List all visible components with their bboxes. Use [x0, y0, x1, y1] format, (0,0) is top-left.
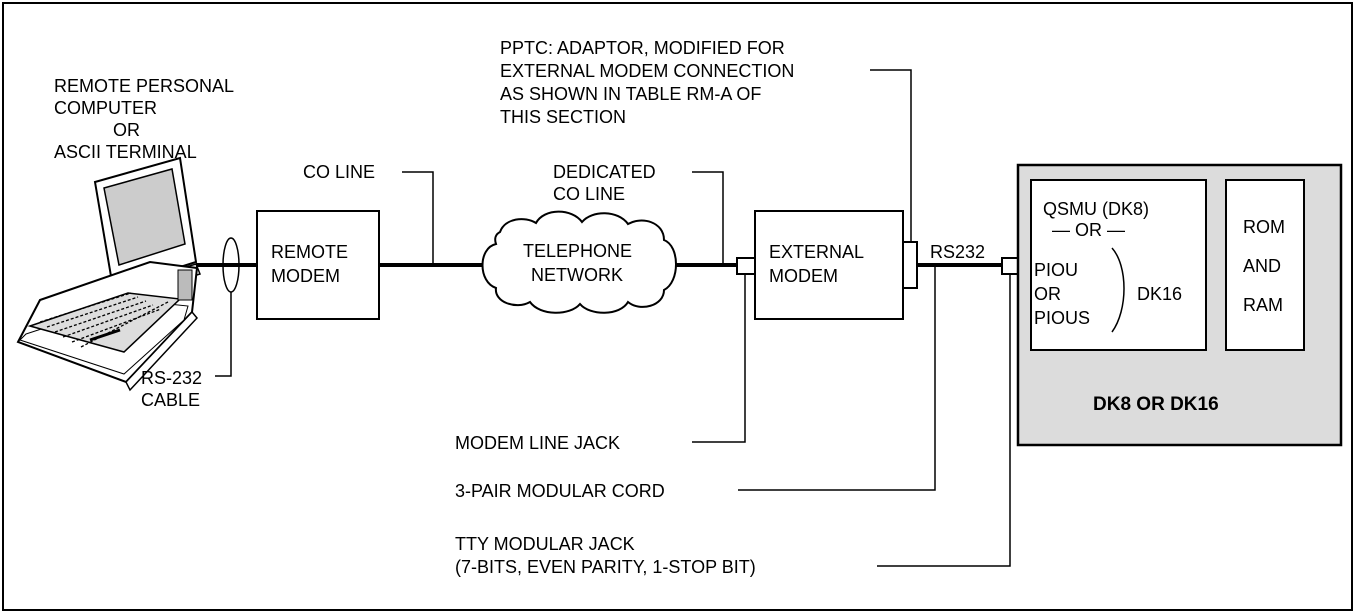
modem-line-jack [737, 258, 755, 274]
pptc-label-3: AS SHOWN IN TABLE RM-A OF [500, 84, 761, 104]
remote-pc-label-1: REMOTE PERSONAL [54, 76, 234, 96]
pious-label: PIOUS [1034, 308, 1090, 328]
remote-pc-label-2: COMPUTER [54, 98, 157, 118]
tty-jack-label-1: TTY MODULAR JACK [455, 534, 635, 554]
ram-label: RAM [1243, 295, 1283, 315]
pptc-label-2: EXTERNAL MODEM CONNECTION [500, 61, 794, 81]
piou-label: PIOU [1034, 260, 1078, 280]
remote-modem-label-1: REMOTE [271, 242, 348, 262]
rs232-label: RS232 [930, 242, 985, 262]
pptc-label-1: PPTC: ADAPTOR, MODIFIED FOR [500, 38, 785, 58]
modular-cord-label: 3-PAIR MODULAR CORD [455, 481, 665, 501]
telephone-network-label-2: NETWORK [531, 265, 623, 285]
pptc-label-4: THIS SECTION [500, 107, 626, 127]
rs232-cable-label-1: RS-232 [141, 368, 202, 388]
dk-system-title: DK8 OR DK16 [1093, 394, 1219, 415]
pptc-adaptor [903, 242, 917, 288]
external-modem-label-1: EXTERNAL [769, 242, 864, 262]
co-line-label: CO LINE [303, 162, 375, 182]
telephone-network-cloud [483, 212, 677, 313]
external-modem-box [755, 211, 903, 319]
qsmu-label: QSMU (DK8) [1043, 199, 1149, 219]
remote-modem-box [257, 211, 379, 319]
tty-jack-label-2: (7-BITS, EVEN PARITY, 1-STOP BIT) [455, 557, 756, 577]
dk16-label: DK16 [1137, 284, 1182, 304]
rom-label: ROM [1243, 217, 1285, 237]
modem-line-jack-label: MODEM LINE JACK [455, 433, 620, 453]
dedicated-line-label-2: CO LINE [553, 184, 625, 204]
telephone-network-label-1: TELEPHONE [523, 241, 632, 261]
external-modem-label-2: MODEM [769, 266, 838, 286]
piou-or-label: OR [1034, 284, 1061, 304]
rs232-cable-label-2: CABLE [141, 390, 200, 410]
tty-modular-jack [1002, 258, 1018, 274]
remote-modem-label-2: MODEM [271, 266, 340, 286]
remote-pc-label-3: OR [113, 120, 140, 140]
remote-pc-label-4: ASCII TERMINAL [54, 142, 197, 162]
dedicated-line-label-1: DEDICATED [553, 162, 656, 182]
or-divider-label: — OR — [1052, 220, 1125, 240]
and-label: AND [1243, 256, 1281, 276]
